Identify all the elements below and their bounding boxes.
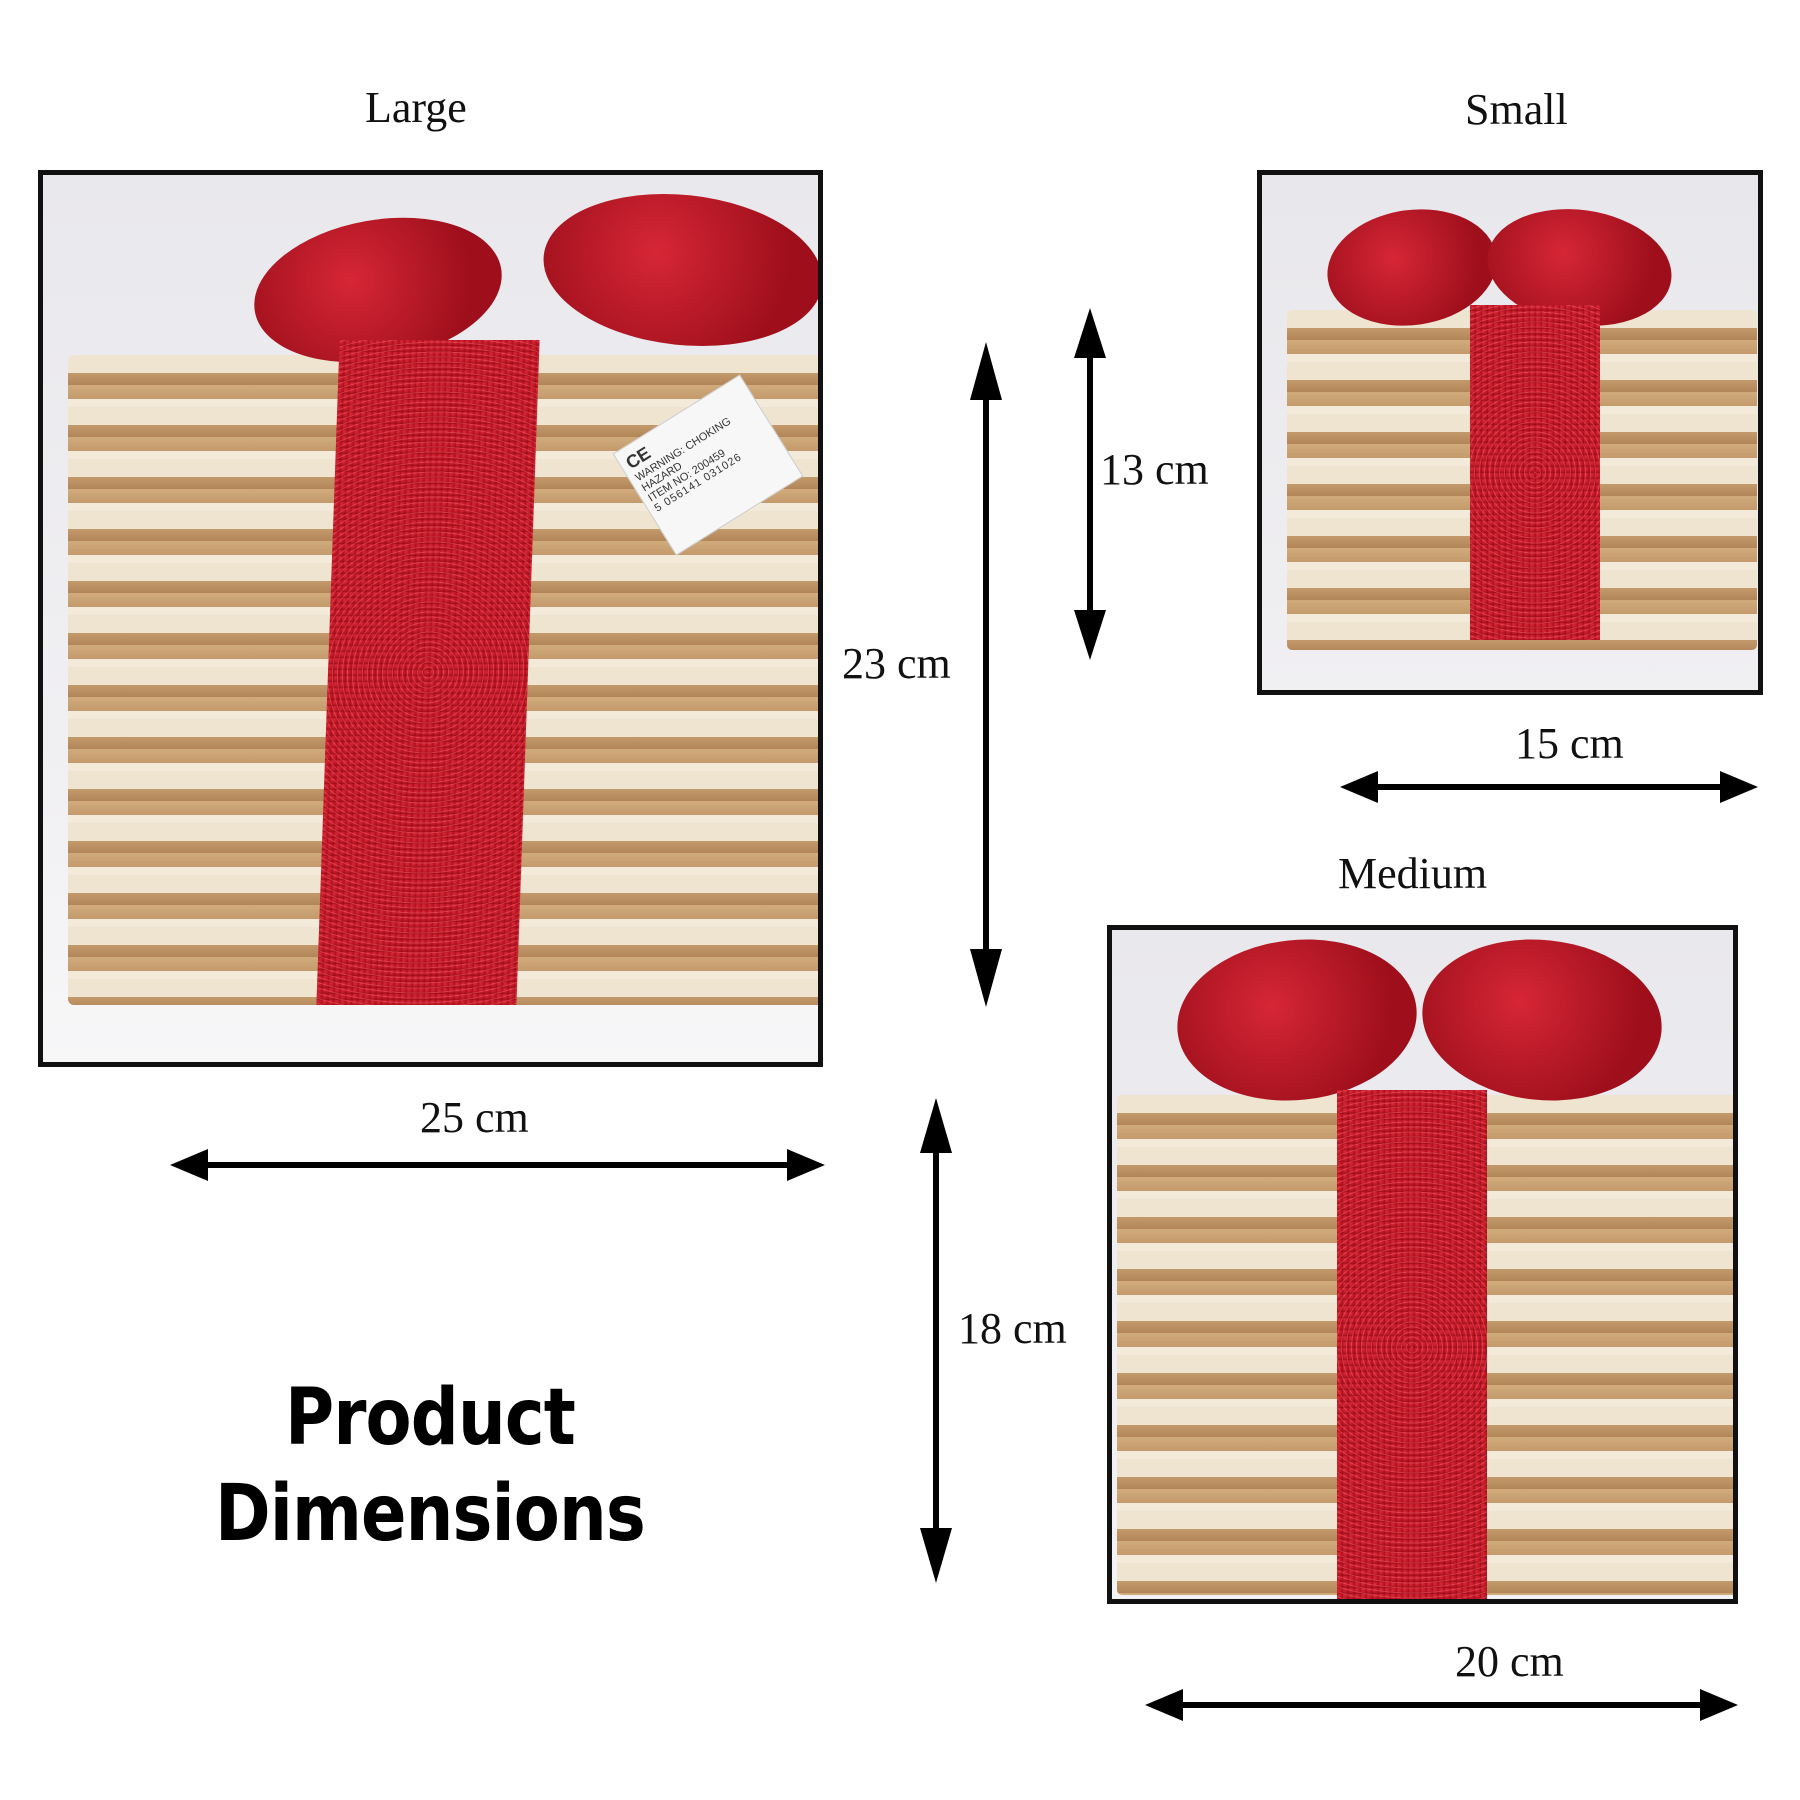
small-height-arrow xyxy=(1074,308,1106,660)
large-box-photo: CE WARNING: CHOKING HAZARD ITEM NO: 2004… xyxy=(38,170,823,1067)
small-label: Small xyxy=(1465,85,1568,134)
large-height-label: 23 cm xyxy=(842,639,951,688)
large-label: Large xyxy=(365,83,467,132)
medium-label: Medium xyxy=(1338,849,1488,898)
small-height-label: 13 cm xyxy=(1100,445,1209,494)
large-width-label: 25 cm xyxy=(420,1093,529,1142)
medium-box-ribbon xyxy=(1337,1090,1487,1599)
title-line-1: Product xyxy=(285,1373,576,1463)
medium-height-label: 18 cm xyxy=(958,1304,1067,1353)
large-height-arrow xyxy=(970,342,1002,1007)
medium-box-photo xyxy=(1107,925,1738,1604)
small-box-photo xyxy=(1257,170,1763,695)
small-width-label: 15 cm xyxy=(1515,719,1624,768)
large-width-arrow xyxy=(170,1149,825,1181)
large-box-ribbon xyxy=(316,340,540,1005)
small-width-arrow xyxy=(1340,771,1758,803)
medium-width-label: 20 cm xyxy=(1455,1637,1564,1686)
small-box-ribbon xyxy=(1470,305,1600,640)
title-line-2: Dimensions xyxy=(215,1469,646,1559)
medium-width-arrow xyxy=(1145,1689,1738,1721)
medium-height-arrow xyxy=(920,1098,952,1583)
page-title: Product Dimensions xyxy=(215,1370,646,1562)
